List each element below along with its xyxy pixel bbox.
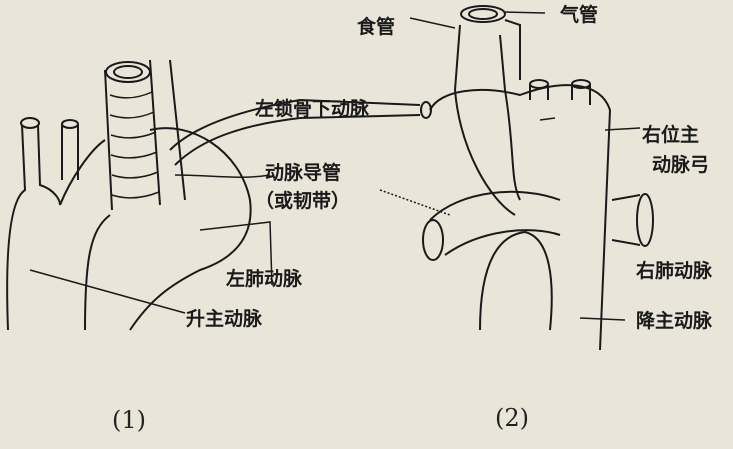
figure-2-drawing xyxy=(379,5,654,351)
label-ductus-arteriosus: 动脉导管 xyxy=(265,162,342,184)
label-descending-aorta: 降主动脉 xyxy=(636,310,713,332)
label-right-pulmonary-artery: 右肺动脉 xyxy=(636,260,713,282)
label-right-aortic-arch-line1: 右位主 xyxy=(642,124,700,146)
caption-figure-1: (1) xyxy=(112,406,146,434)
label-left-pulmonary-artery: 左肺动脉 xyxy=(226,268,303,290)
label-ascending-aorta: 升主动脉 xyxy=(186,308,263,330)
label-trachea: 气管 xyxy=(560,4,599,26)
label-left-subclavian-artery: 左锁骨下动脉 xyxy=(255,98,370,120)
label-esophagus: 食管 xyxy=(357,16,396,38)
caption-figure-2: (2) xyxy=(495,404,529,432)
label-ductus-note: （或韧带） xyxy=(255,190,351,212)
figure-1-drawing xyxy=(6,59,432,331)
label-right-aortic-arch-line2: 动脉弓 xyxy=(652,154,710,176)
